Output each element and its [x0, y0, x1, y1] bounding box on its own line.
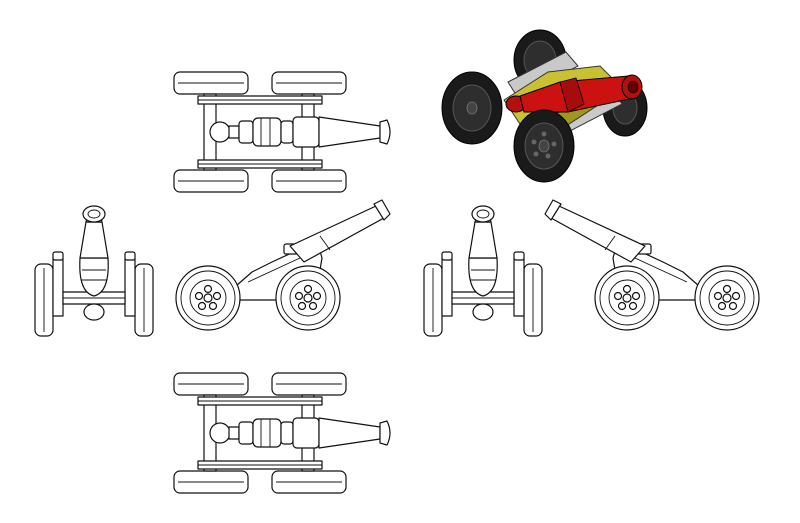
front-view	[34, 205, 154, 337]
back-view	[423, 205, 543, 337]
right-side-view	[544, 199, 760, 331]
left-side-view	[175, 199, 391, 331]
top-view	[173, 71, 391, 193]
isometric-view	[441, 29, 648, 183]
bottom-view	[173, 372, 391, 494]
